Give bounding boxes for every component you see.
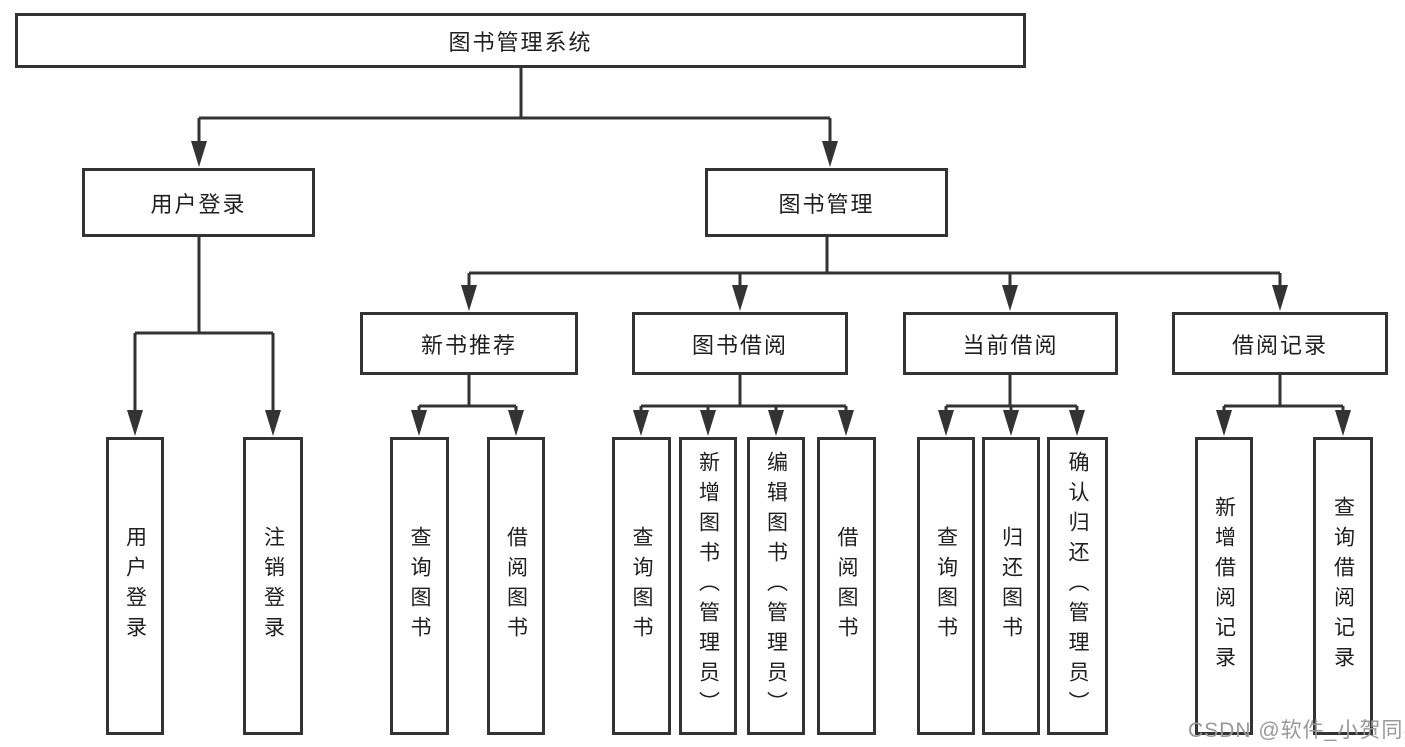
- connector-userlogin-to-leaves: [133, 235, 275, 418]
- node-current-borrowing: 当前借阅: [903, 312, 1118, 375]
- arrowhead-icon: [822, 141, 838, 167]
- arrowhead-icon: [461, 285, 477, 311]
- node-library-management-system: 图书管理系统: [15, 13, 1026, 68]
- arrowhead-icon: [732, 285, 748, 311]
- arrowhead-icon: [265, 410, 281, 436]
- arrowhead-icon: [1069, 410, 1085, 436]
- leaf-borrow-books-borrow: 借阅图书: [817, 437, 876, 735]
- connector-root-to-level2: [197, 68, 832, 150]
- arrowhead-icon: [191, 141, 207, 167]
- connector-recommend-to-leaves: [417, 375, 518, 419]
- arrowhead-icon: [1003, 410, 1019, 436]
- arrowheads: [127, 141, 1351, 436]
- leaf-query-books-borrow: 查询图书: [612, 437, 671, 735]
- node-borrowing-records: 借阅记录: [1172, 312, 1388, 375]
- leaf-edit-books-admin: 编辑图书（管理员）: [747, 437, 805, 735]
- node-new-book-recommendation: 新书推荐: [360, 312, 578, 375]
- arrowhead-icon: [127, 410, 143, 436]
- leaf-add-books-admin: 新增图书（管理员）: [679, 437, 737, 735]
- connector-records-to-leaves: [1222, 375, 1345, 419]
- csdn-watermark: CSDN @软件_小贺同学: [1188, 719, 1405, 742]
- node-book-management: 图书管理: [705, 168, 948, 237]
- arrowhead-icon: [411, 410, 427, 436]
- leaf-query-borrow-record: 查询借阅记录: [1313, 437, 1373, 735]
- arrowhead-icon: [700, 410, 716, 436]
- arrowhead-icon: [1002, 285, 1018, 311]
- node-user-login: 用户登录: [82, 168, 315, 237]
- connector-bookmgmt-to-level3: [467, 235, 1282, 293]
- arrowhead-icon: [1216, 410, 1232, 436]
- leaf-borrow-books-recommend: 借阅图书: [487, 437, 545, 735]
- leaf-return-books: 归还图书: [982, 437, 1040, 735]
- arrowhead-icon: [768, 410, 784, 436]
- leaf-confirm-return-admin: 确认归还（管理员）: [1047, 437, 1108, 735]
- leaf-logout: 注销登录: [243, 437, 303, 735]
- connector-borrowing-to-leaves: [639, 375, 848, 419]
- node-book-borrowing: 图书借阅: [632, 312, 848, 375]
- arrowhead-icon: [633, 410, 649, 436]
- arrowhead-icon: [938, 410, 954, 436]
- arrowhead-icon: [1272, 285, 1288, 311]
- arrowhead-icon: [508, 410, 524, 436]
- leaf-query-books-current: 查询图书: [917, 437, 975, 735]
- leaf-user-login: 用户登录: [106, 437, 164, 735]
- arrowhead-icon: [1335, 410, 1351, 436]
- leaf-query-books-recommend: 查询图书: [390, 437, 449, 735]
- leaf-add-borrow-record: 新增借阅记录: [1195, 437, 1253, 735]
- arrowhead-icon: [838, 410, 854, 436]
